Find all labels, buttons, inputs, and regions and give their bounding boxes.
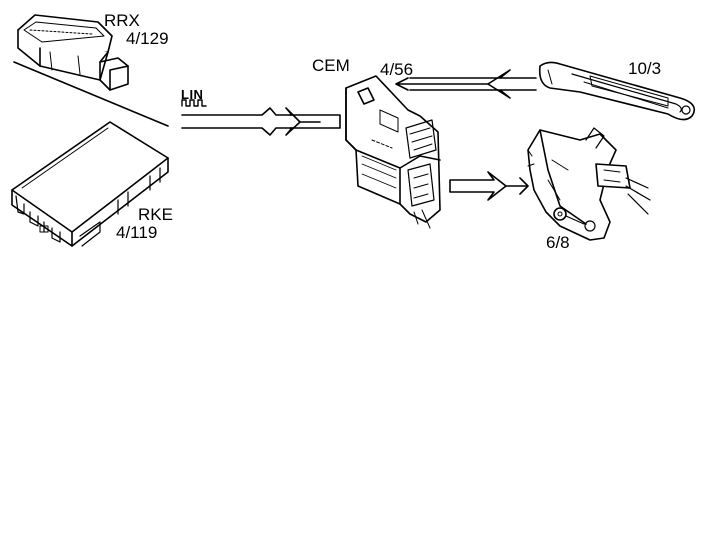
cem-label: CEM	[312, 56, 350, 75]
handle-number-label: 10/3	[628, 59, 662, 78]
rke-label: RKE	[138, 205, 173, 224]
cem-number-label: 4/56	[380, 60, 414, 79]
door-handle	[538, 61, 696, 121]
separator-line	[13, 61, 169, 127]
lin-bus-arrow	[181, 107, 341, 136]
rrx-module	[17, 14, 129, 91]
arrow-handle-to-cem	[395, 69, 537, 99]
lin-signal-icon	[181, 99, 207, 107]
rrx-label: RRX	[104, 11, 140, 30]
arrow-cem-to-lock	[449, 171, 529, 201]
cem-module	[345, 75, 441, 229]
rke-number-label: 4/119	[116, 223, 158, 242]
rke-module	[11, 121, 169, 247]
rrx-number-label: 4/129	[126, 29, 169, 48]
lock-number-label: 6/8	[546, 233, 570, 252]
door-lock	[527, 127, 651, 241]
lin-label: LIN	[181, 87, 204, 102]
